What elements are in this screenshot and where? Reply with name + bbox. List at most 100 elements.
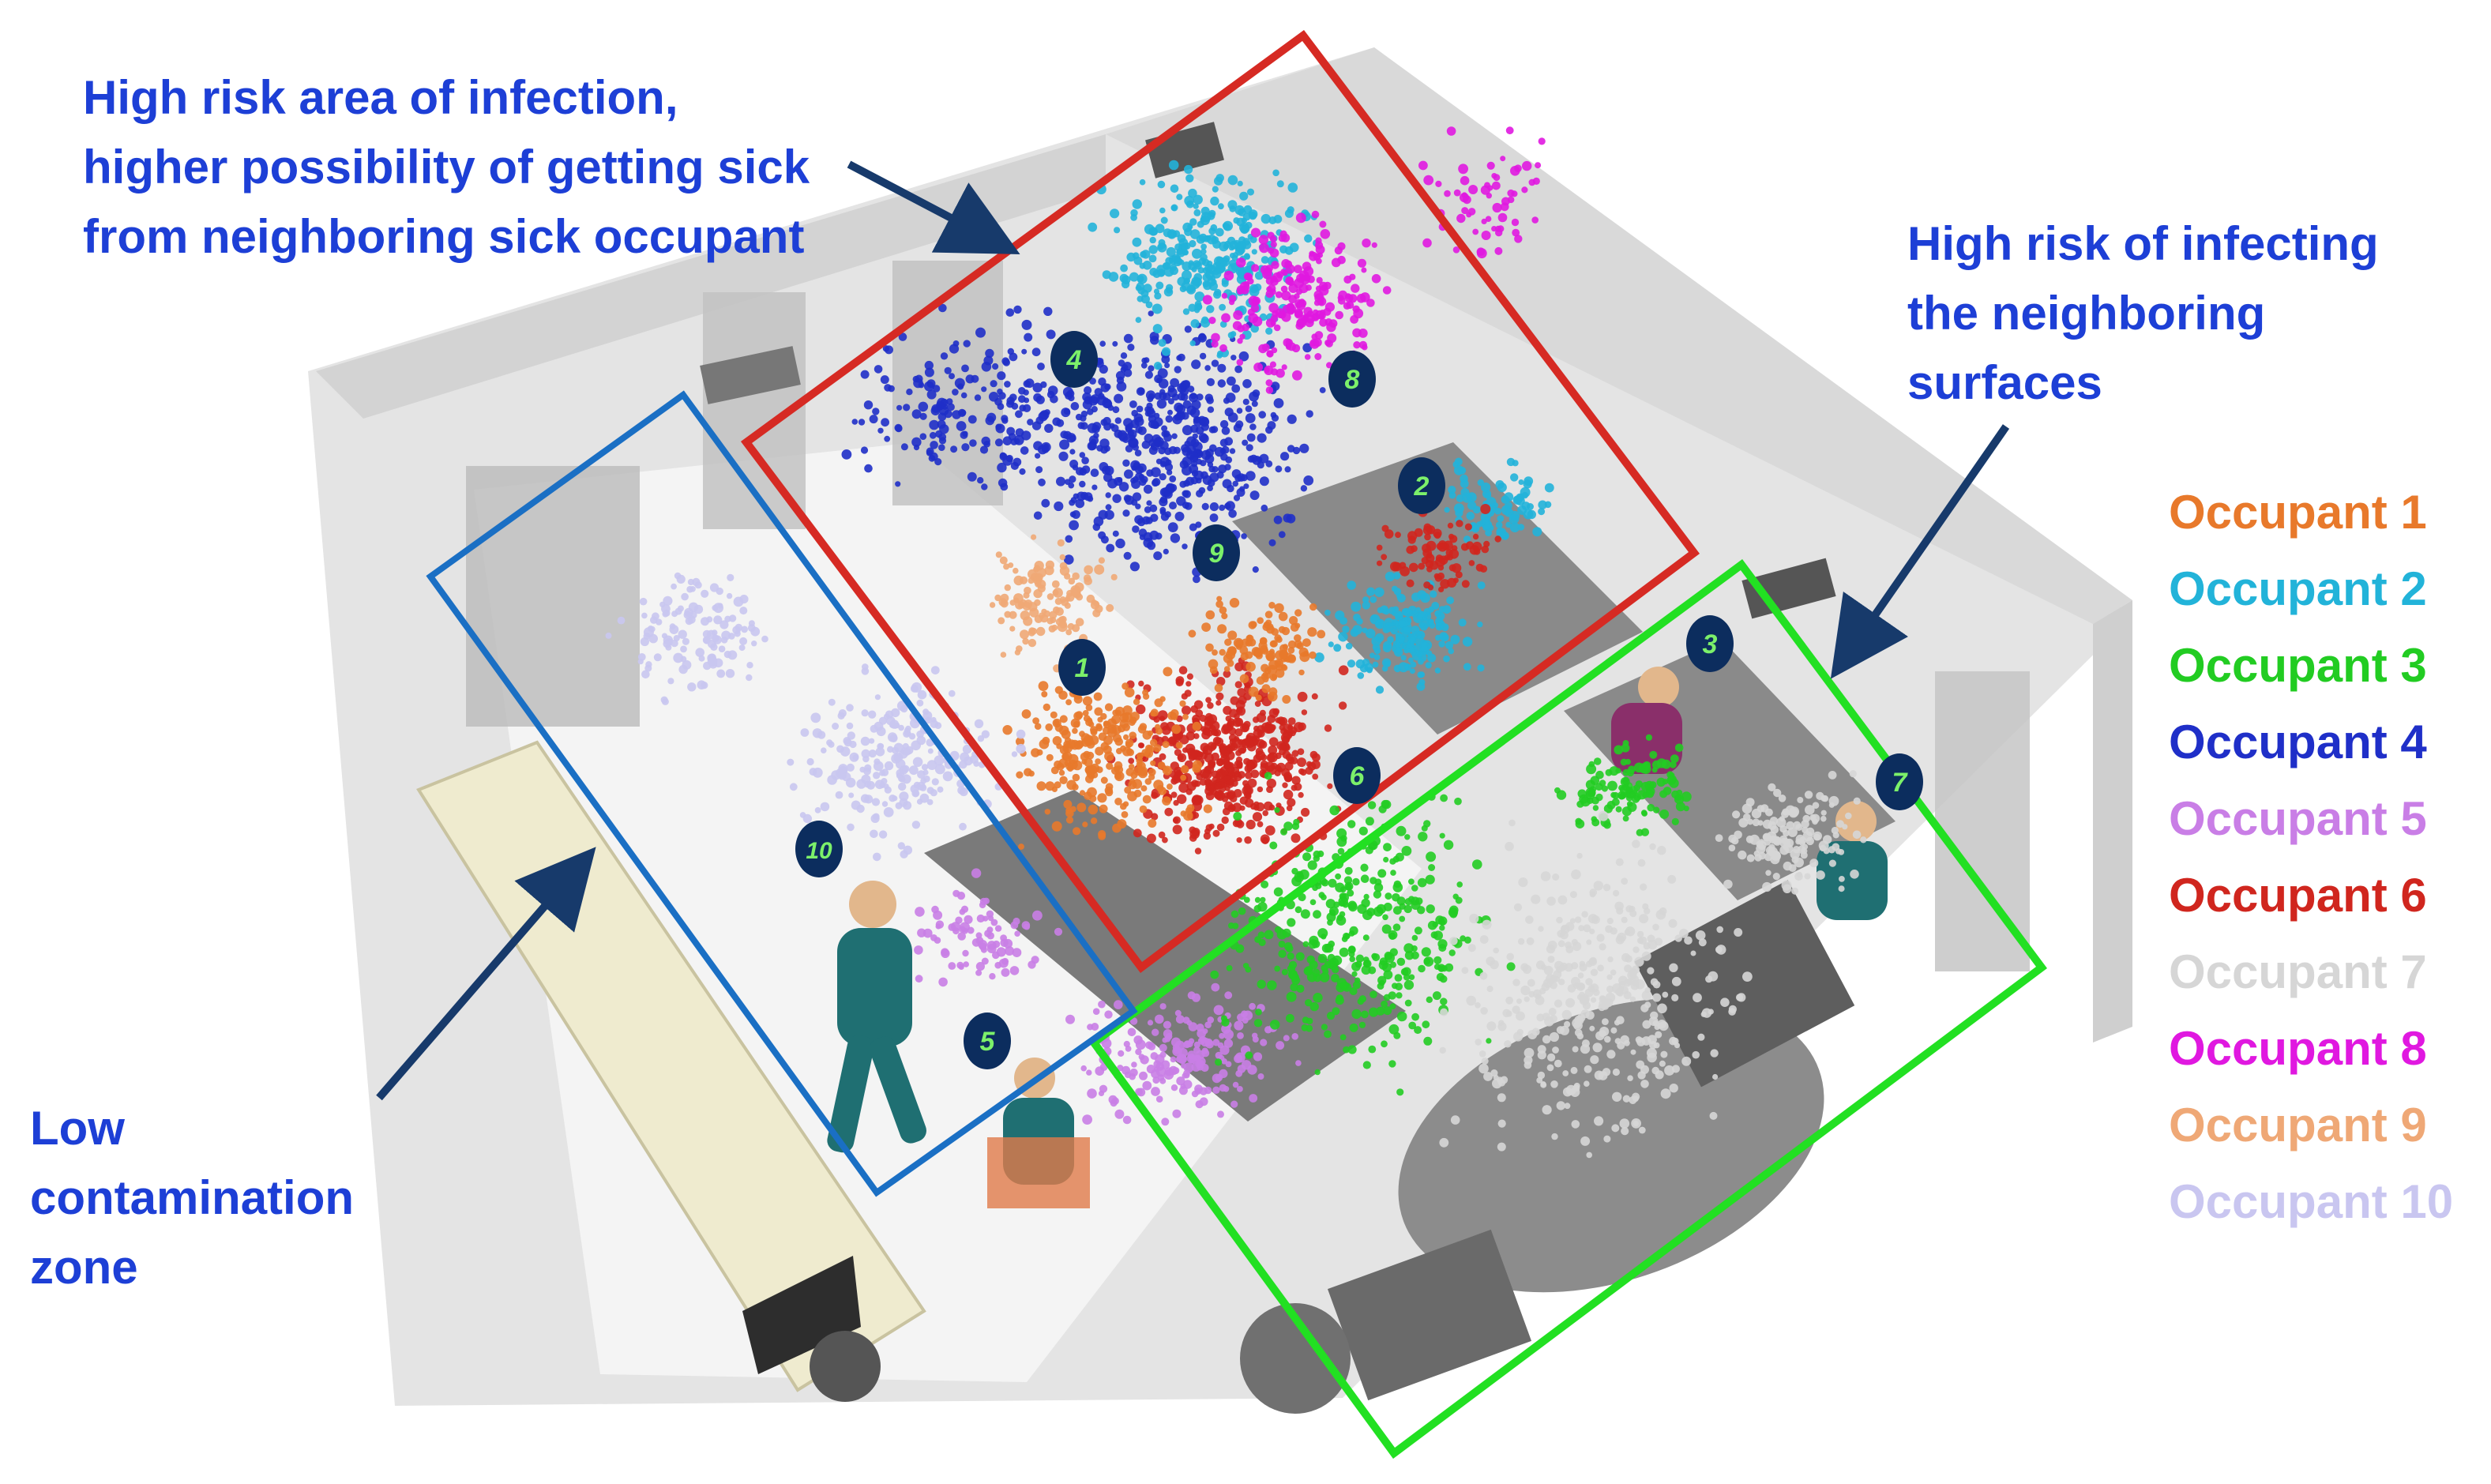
particle (1644, 1001, 1651, 1009)
particle (1794, 857, 1804, 868)
particle (1184, 689, 1192, 697)
particle (1262, 810, 1268, 817)
particle (1311, 210, 1320, 219)
particle (1805, 836, 1814, 846)
particle (1009, 626, 1016, 632)
particle (1653, 806, 1660, 813)
particle (1167, 783, 1173, 790)
particle (1247, 308, 1255, 316)
particle (1648, 1016, 1659, 1026)
particle (1319, 387, 1326, 393)
particle (1839, 876, 1845, 882)
particle (1620, 1035, 1629, 1045)
particle (1244, 682, 1251, 689)
particle (1278, 611, 1288, 622)
particle (1134, 515, 1144, 524)
particle (1093, 432, 1099, 439)
particle (1001, 415, 1009, 423)
particle (1233, 637, 1244, 648)
particle (806, 757, 814, 766)
particle (1097, 793, 1107, 803)
particle (1347, 580, 1356, 590)
particle (1023, 616, 1033, 626)
particle (1742, 971, 1753, 982)
particle (1640, 883, 1648, 891)
particle (1306, 1017, 1313, 1025)
particle (659, 601, 666, 608)
particle (1171, 724, 1182, 734)
particle (1182, 490, 1191, 498)
particle (1056, 476, 1065, 487)
particle (949, 689, 956, 697)
particle (998, 958, 1009, 968)
particle (680, 645, 687, 653)
particle (1527, 509, 1537, 520)
particle (1477, 664, 1485, 672)
particle (906, 389, 913, 396)
particle (1221, 426, 1230, 435)
particle (1439, 1046, 1446, 1054)
particle (1481, 218, 1487, 224)
legend-item-occupant-5: Occupant 5 (2169, 792, 2427, 845)
particle (1156, 378, 1163, 384)
particle (1146, 1065, 1155, 1074)
particle (1235, 756, 1243, 764)
particle (1254, 271, 1264, 280)
particle (1319, 972, 1330, 982)
particle (1516, 998, 1522, 1005)
occupant-marker-4: 4 (1050, 331, 1098, 388)
particle (937, 412, 947, 421)
occupant-figure-seated-5 (987, 1058, 1090, 1208)
particle (1385, 952, 1395, 964)
particle (1194, 291, 1205, 302)
particle (1172, 1109, 1182, 1118)
particle (1535, 995, 1545, 1005)
particle (1306, 410, 1313, 418)
particle (979, 901, 986, 909)
particle (1416, 651, 1422, 658)
particle (1436, 611, 1445, 621)
particle (1224, 464, 1231, 471)
particle (1196, 490, 1204, 498)
particle (1347, 1045, 1357, 1054)
particle (1174, 414, 1181, 421)
particle (1124, 786, 1132, 794)
particle (1804, 791, 1813, 799)
particle (975, 327, 986, 338)
particle (1140, 1055, 1149, 1065)
annotation-high-risk-infecting: High risk of infecting the neighboring s… (1907, 209, 2379, 418)
particle (662, 611, 669, 618)
particle (1122, 509, 1130, 517)
particle (981, 386, 987, 393)
particle (1072, 624, 1080, 633)
particle (687, 578, 695, 586)
particle (1106, 718, 1117, 728)
particle (1599, 1030, 1606, 1038)
particle (1022, 602, 1031, 611)
particle (1375, 686, 1385, 694)
particle (1155, 224, 1165, 234)
particle (1382, 286, 1392, 295)
particle (1161, 425, 1168, 432)
particle (1205, 449, 1214, 457)
particle (701, 617, 709, 626)
particle (1396, 896, 1406, 906)
particle (1287, 964, 1296, 973)
particle (1039, 738, 1050, 750)
particle (1448, 648, 1454, 655)
occupant-marker-3: 3 (1686, 615, 1734, 672)
occupant-marker-6: 6 (1333, 747, 1381, 804)
particle (1132, 525, 1140, 533)
particle (1524, 1061, 1532, 1069)
particle (1403, 648, 1410, 654)
particle (1636, 930, 1644, 938)
particle (1035, 573, 1043, 582)
particle (962, 949, 969, 957)
particle (1324, 960, 1332, 969)
particle (1227, 200, 1238, 210)
particle (739, 637, 748, 645)
particle (1382, 914, 1388, 921)
particle (1659, 809, 1670, 819)
particle (1458, 467, 1467, 475)
particle (1650, 978, 1659, 986)
